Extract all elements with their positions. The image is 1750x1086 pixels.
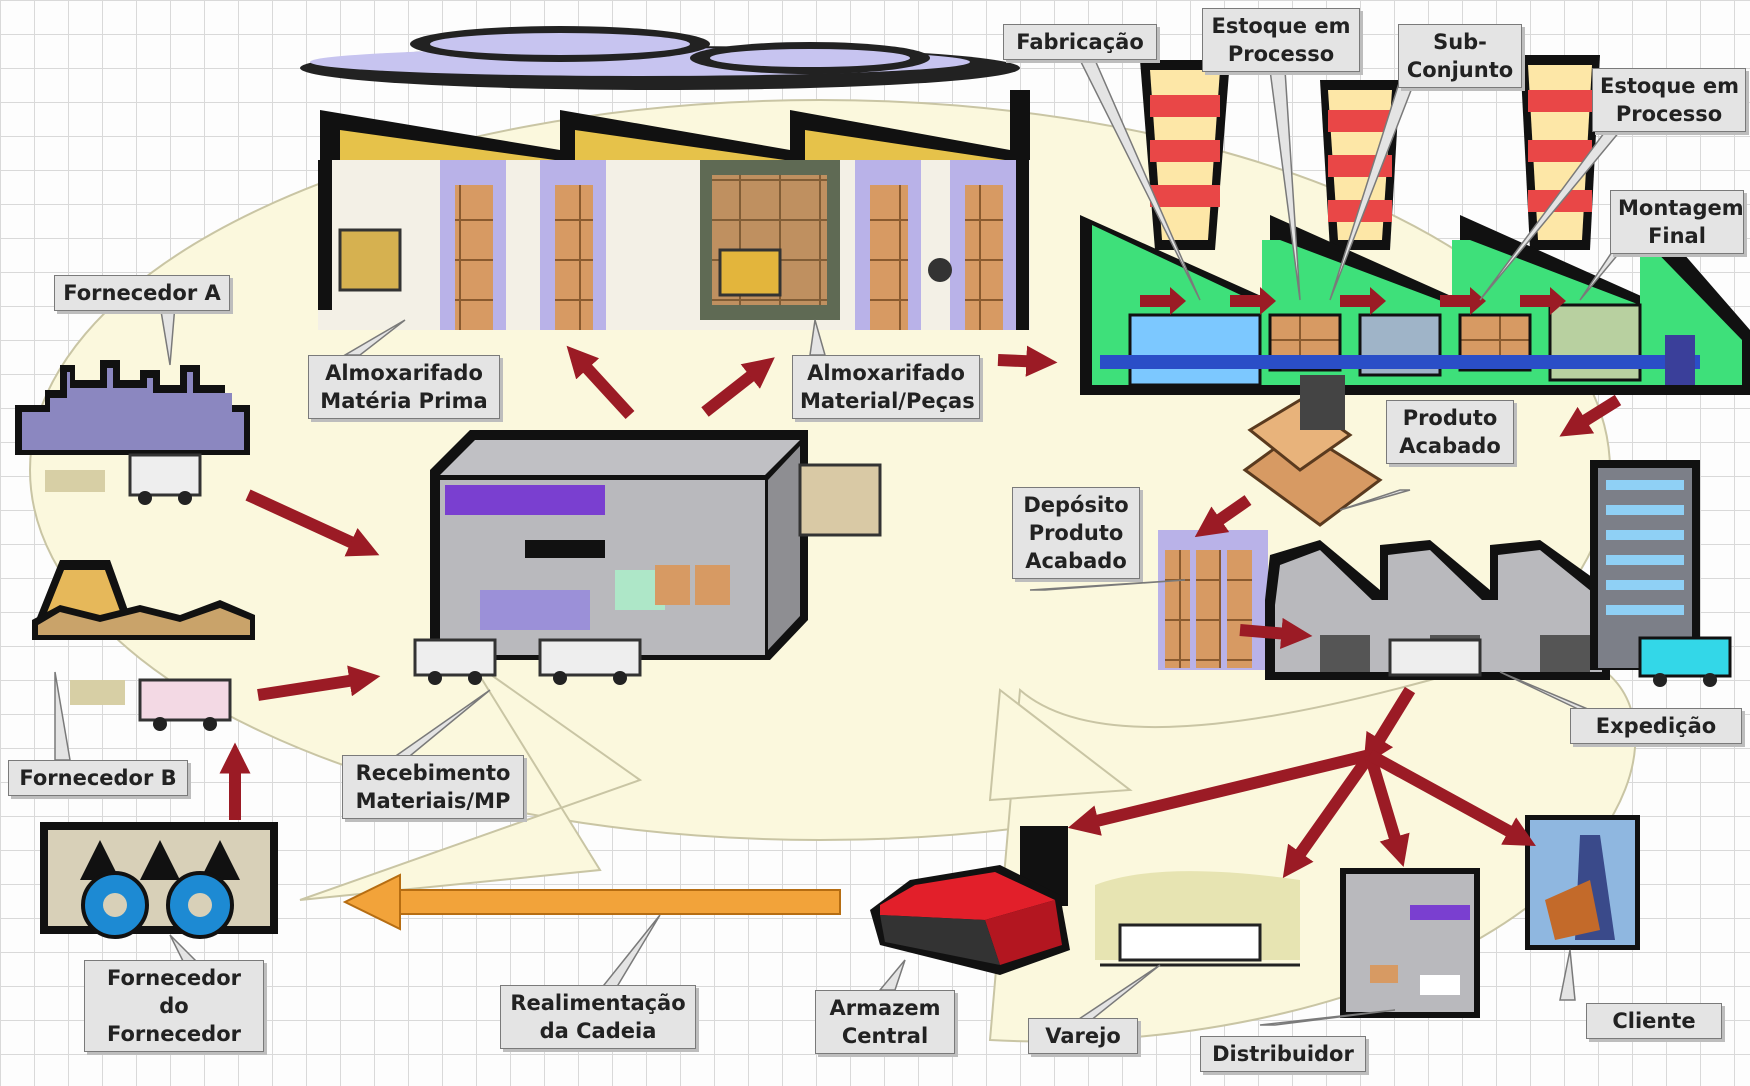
lower-cycle-arrowhead: [988, 688, 1133, 802]
label-line: Estoque em: [1600, 74, 1739, 98]
label-line: Fornecedor: [107, 1022, 241, 1046]
label-fornecedor-b-text: Fornecedor B: [19, 766, 177, 790]
label-varejo: Varejo: [1028, 1018, 1138, 1054]
feedback-arrow: [342, 873, 841, 931]
label-armazem-central: Armazem Central: [815, 990, 955, 1054]
label-line: Almoxarifado: [807, 361, 965, 385]
label-distribuidor-text: Distribuidor: [1212, 1042, 1354, 1066]
label-line: Acabado: [1399, 434, 1501, 458]
recebimento-building-icon: [413, 430, 882, 685]
label-line: Conjunto: [1406, 58, 1514, 82]
label-almoxarifado-materia-prima: Almoxarifado Matéria Prima: [308, 355, 500, 419]
label-fornecedor-a: Fornecedor A: [54, 275, 230, 311]
produto-acabado-pallets-icon: [1242, 375, 1383, 527]
label-line: Realimentação: [510, 991, 686, 1015]
label-cliente-text: Cliente: [1612, 1009, 1696, 1033]
distribuidor-icon: [1340, 868, 1480, 1018]
label-line: Montagem: [1618, 196, 1744, 220]
label-expedicao: Expedição: [1570, 708, 1742, 744]
label-line: Processo: [1615, 102, 1723, 126]
label-fabricacao: Fabricação: [1003, 24, 1157, 60]
label-line: Processo: [1227, 42, 1335, 66]
cliente-icon: [1525, 815, 1640, 950]
label-line: Matéria Prima: [320, 389, 488, 413]
deposito-shelves-icon: [1158, 530, 1268, 670]
label-fabricacao-text: Fabricação: [1016, 30, 1144, 54]
label-produto-acabado: Produto Acabado: [1386, 400, 1514, 464]
armazem-central-barn-icon: [870, 826, 1070, 975]
label-line: Estoque em: [1211, 14, 1351, 38]
label-cliente: Cliente: [1586, 1003, 1722, 1039]
label-line: Central: [841, 1024, 929, 1048]
label-line: Sub-: [1433, 30, 1487, 54]
label-fornecedor-b: Fornecedor B: [8, 760, 188, 796]
warehouse-roof: [320, 90, 1030, 160]
label-line: Armazem: [829, 996, 941, 1020]
warehouse-interior-icon: [318, 150, 1030, 330]
label-line: Produto: [1402, 406, 1498, 430]
label-line: do: [159, 994, 189, 1018]
flow-arrows: [219, 345, 1622, 879]
expedicao-warehouse-icon: [1265, 460, 1732, 687]
fornecedor-b-icon: [32, 560, 255, 731]
label-line: Depósito: [1023, 493, 1129, 517]
label-line: da Cadeia: [539, 1019, 657, 1043]
label-line: Materiais/MP: [355, 789, 511, 813]
label-line: Acabado: [1025, 549, 1127, 573]
label-line: Material/Peças: [800, 389, 975, 413]
varejo-icon: [1095, 871, 1300, 967]
label-line: Produto: [1028, 521, 1124, 545]
label-distribuidor: Distribuidor: [1200, 1036, 1366, 1072]
label-estoque-em-processo-1: Estoque em Processo: [1202, 8, 1360, 72]
factory-chimneys-icon: [1140, 55, 1600, 250]
cloud-icon: [300, 26, 1020, 90]
label-sub-conjunto: Sub- Conjunto: [1398, 24, 1522, 88]
fornecedor-do-fornecedor-icon: [40, 822, 278, 939]
label-montagem-final: Montagem Final: [1610, 190, 1744, 254]
label-estoque-em-processo-2: Estoque em Processo: [1592, 68, 1746, 132]
label-line: Almoxarifado: [325, 361, 483, 385]
callout-pointers: [54, 59, 1632, 1026]
label-fornecedor-do-fornecedor: Fornecedor do Fornecedor: [84, 960, 264, 1052]
label-line: Recebimento: [355, 761, 511, 785]
label-fornecedor-a-text: Fornecedor A: [63, 281, 221, 305]
label-deposito-produto-acabado: Depósito Produto Acabado: [1012, 487, 1140, 579]
label-recebimento: Recebimento Materiais/MP: [342, 755, 524, 819]
factory-building-icon: [1080, 215, 1750, 395]
label-line: Final: [1648, 224, 1706, 248]
label-varejo-text: Varejo: [1045, 1024, 1121, 1048]
label-almoxarifado-material-pecas: Almoxarifado Material/Peças: [792, 355, 980, 419]
label-expedicao-text: Expedição: [1595, 714, 1717, 738]
label-line: Fornecedor: [107, 966, 241, 990]
fornecedor-a-icon: [15, 360, 250, 505]
label-realimentacao: Realimentação da Cadeia: [500, 985, 696, 1049]
